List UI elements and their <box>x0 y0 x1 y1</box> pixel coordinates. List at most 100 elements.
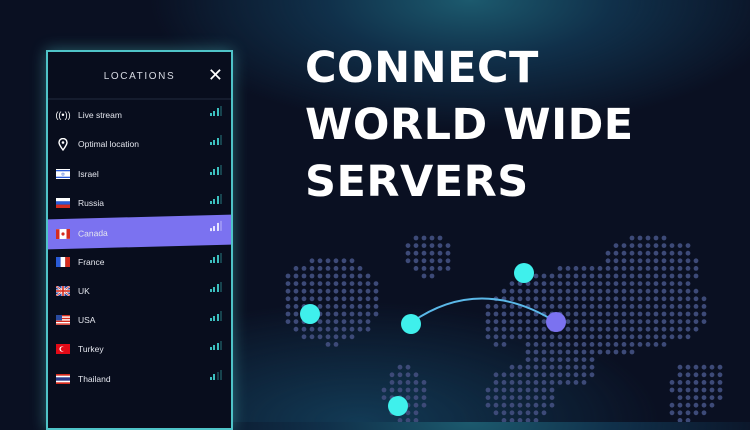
flag-thailand-icon <box>56 373 70 384</box>
server-node[interactable] <box>388 396 408 416</box>
map-dot <box>557 288 563 294</box>
map-dot <box>317 304 323 309</box>
map-dot <box>581 304 587 309</box>
map-dot <box>613 258 619 264</box>
signal-strength-icon <box>209 252 222 263</box>
map-dot <box>325 288 331 294</box>
flag-russia-icon <box>56 197 70 208</box>
map-dot <box>293 311 299 317</box>
location-item-thailand[interactable]: Thailand <box>48 364 231 394</box>
map-dot <box>293 281 299 286</box>
server-node[interactable] <box>300 304 320 324</box>
map-dot <box>541 380 547 385</box>
map-dot <box>381 387 387 393</box>
map-dot <box>309 281 315 286</box>
map-dot <box>661 326 667 332</box>
map-dot <box>629 342 635 347</box>
map-dot <box>485 311 491 317</box>
map-dot <box>685 273 691 279</box>
server-node[interactable] <box>401 314 421 334</box>
map-dot <box>397 364 403 370</box>
map-dot <box>333 258 339 264</box>
location-item-turkey[interactable]: Turkey <box>48 334 231 364</box>
map-dot <box>285 319 291 324</box>
map-dot <box>573 281 579 286</box>
map-dot <box>325 266 331 271</box>
map-dot <box>701 364 707 370</box>
map-dot <box>365 296 371 302</box>
map-dot <box>701 372 707 378</box>
map-dot <box>349 288 355 294</box>
map-dot <box>485 395 491 400</box>
location-item-live-stream[interactable]: ((•))Live stream <box>48 100 231 130</box>
map-dot <box>589 281 595 286</box>
location-item-optimal-location[interactable]: Optimal location <box>48 129 231 159</box>
signal-strength-icon <box>209 340 222 351</box>
map-dot <box>397 380 403 385</box>
location-item-russia[interactable]: Russia <box>48 188 231 218</box>
map-dot <box>509 380 515 385</box>
map-dot <box>669 273 675 279</box>
map-dot <box>709 364 715 370</box>
location-item-france[interactable]: France <box>48 247 231 277</box>
location-label: Russia <box>78 197 104 208</box>
map-dot <box>349 266 355 271</box>
map-dot <box>509 281 515 286</box>
map-dot <box>637 258 643 264</box>
map-dot <box>629 326 635 332</box>
map-dot <box>525 334 531 340</box>
server-node[interactable] <box>546 312 566 332</box>
signal-bar <box>220 164 222 175</box>
map-dot <box>701 402 707 408</box>
map-dot <box>565 380 571 385</box>
map-dot <box>589 357 595 362</box>
map-dot <box>533 402 539 408</box>
map-dot <box>557 380 563 385</box>
map-dot <box>285 304 291 309</box>
map-dot <box>621 258 627 264</box>
map-dot <box>501 410 507 416</box>
map-dot <box>661 243 667 249</box>
map-dot <box>613 250 619 256</box>
map-dot <box>685 326 691 332</box>
map-dot <box>333 311 339 317</box>
map-dot <box>501 387 507 393</box>
map-dot <box>525 319 531 324</box>
map-dot <box>509 319 515 324</box>
map-dot <box>661 288 667 294</box>
map-dot <box>517 372 523 378</box>
location-item-usa[interactable]: USA <box>48 305 231 335</box>
map-dot <box>533 281 539 286</box>
map-dot <box>421 243 427 249</box>
map-dot <box>685 258 691 264</box>
map-dot <box>341 326 347 332</box>
map-dot <box>541 319 547 324</box>
map-dot <box>613 311 619 317</box>
map-dot <box>421 395 427 400</box>
map-dot <box>365 281 371 286</box>
map-dot <box>549 334 555 340</box>
location-item-canada[interactable]: Canada <box>48 214 231 250</box>
map-dot <box>573 334 579 340</box>
close-icon[interactable]: ✕ <box>207 65 223 85</box>
server-node[interactable] <box>514 263 534 283</box>
map-dot <box>557 342 563 347</box>
map-dot <box>653 342 659 347</box>
map-dot <box>661 334 667 340</box>
location-item-israel[interactable]: ✡Israel <box>48 159 231 189</box>
map-dot <box>653 296 659 302</box>
map-dot <box>429 258 435 264</box>
map-dot <box>341 311 347 317</box>
map-dot <box>405 395 411 400</box>
map-dot <box>661 296 667 302</box>
map-dot <box>653 281 659 286</box>
map-dot <box>557 304 563 309</box>
map-dot <box>413 258 419 264</box>
map-dot <box>629 235 635 241</box>
map-dot <box>573 296 579 302</box>
map-dot <box>669 266 675 271</box>
location-item-uk[interactable]: UK <box>48 276 231 306</box>
map-dot <box>357 319 363 324</box>
map-dot <box>309 334 315 340</box>
signal-strength-icon <box>209 311 222 322</box>
